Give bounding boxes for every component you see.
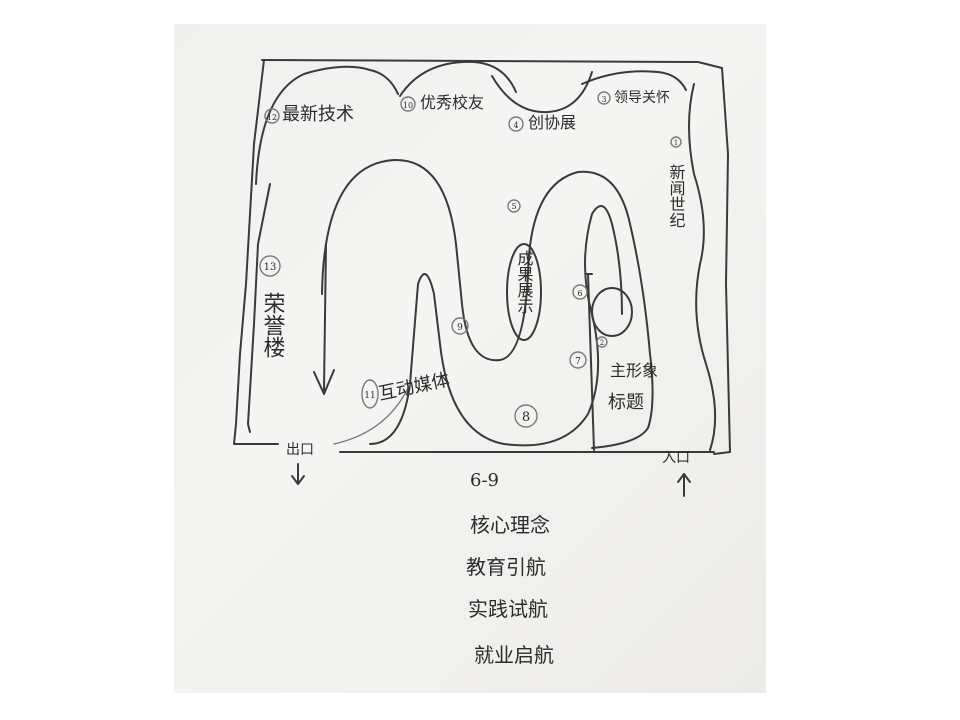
svg-text:10: 10: [403, 101, 413, 110]
top-arch-left: [255, 65, 399, 185]
room-outline: [261, 59, 731, 455]
display-pole: [585, 273, 595, 451]
svg-text:6: 6: [577, 289, 582, 298]
svg-text:入口: 入口: [662, 450, 690, 466]
svg-text:1: 1: [674, 139, 678, 147]
exhibition-floor-plan-sketch: 12 最新技术 10 优秀校友 4 创协展 3 领导关怀 1: [233, 59, 731, 667]
note-education-navigation: 教育引航: [466, 555, 546, 579]
svg-text:领导关怀: 领导关怀: [614, 90, 670, 106]
svg-text:主形象: 主形象: [610, 361, 658, 380]
zone-10-label: 10 优秀校友: [400, 93, 484, 112]
svg-text:优秀校友: 优秀校友: [420, 93, 484, 112]
svg-text:8: 8: [522, 410, 530, 425]
top-arch-right: [581, 70, 687, 91]
svg-text:4: 4: [513, 121, 518, 130]
svg-text:9: 9: [457, 323, 463, 333]
zone-5-label: 5 成果展示: [507, 199, 534, 314]
svg-text:最新技术: 最新技术: [282, 104, 354, 125]
svg-text:2: 2: [600, 339, 604, 347]
right-wall-wavy-inner: [688, 83, 717, 451]
svg-text:3: 3: [601, 95, 606, 104]
exit-marker: 出口: [286, 442, 314, 485]
sketch-paper-photo: 12 最新技术 10 优秀校友 4 创协展 3 领导关怀 1: [174, 24, 766, 693]
route-down-arrow-shaft: [323, 243, 327, 391]
zone-1-label: 1 新闻世纪: [667, 136, 686, 228]
left-wall-inner: [247, 183, 271, 433]
svg-text:13: 13: [264, 262, 277, 273]
zone-13-label: 13 荣誉楼: [259, 255, 286, 358]
entrance-marker: 入口: [662, 450, 691, 497]
route-down-arrow-head: [313, 369, 335, 395]
zone-7-label: 7: [569, 351, 587, 369]
route-lower-curve: [333, 383, 411, 445]
svg-text:创协展: 创协展: [528, 113, 576, 132]
zone-12-label: 12 最新技术: [264, 104, 354, 125]
top-arch-middle: [399, 60, 517, 97]
zone-8-label: 8: [514, 404, 538, 428]
note-practice-trial: 实践试航: [468, 597, 548, 621]
round-display: [591, 287, 633, 337]
svg-text:标题: 标题: [608, 392, 644, 413]
zone-9-label: 9: [451, 317, 469, 335]
room-left-wall: [233, 59, 279, 445]
svg-text:5: 5: [511, 202, 516, 211]
svg-text:互动媒体: 互动媒体: [377, 369, 452, 405]
zone-2-label: 2 主形象 标题: [596, 336, 658, 413]
top-arch-middle-right: [491, 71, 593, 114]
svg-text:12: 12: [267, 113, 277, 122]
zone-3-label: 3 领导关怀: [597, 90, 670, 106]
serpentine-route-outer: [321, 158, 654, 449]
serpentine-route-inner: [369, 205, 623, 447]
svg-text:新闻世纪: 新闻世纪: [667, 164, 686, 228]
svg-text:出口: 出口: [286, 442, 314, 458]
svg-text:11: 11: [364, 391, 375, 401]
svg-text:7: 7: [575, 357, 581, 367]
note-core-concept: 核心理念: [470, 513, 550, 537]
range-label: 6-9: [470, 470, 499, 491]
note-employment-launch: 就业启航: [474, 643, 554, 667]
svg-text:荣誉楼: 荣誉楼: [260, 292, 286, 358]
zone-4-label: 4 创协展: [508, 113, 576, 132]
zone-6-label: 6: [572, 284, 588, 300]
achievement-display-oval: [506, 243, 542, 341]
svg-text:成果展示: 成果展示: [515, 250, 534, 314]
